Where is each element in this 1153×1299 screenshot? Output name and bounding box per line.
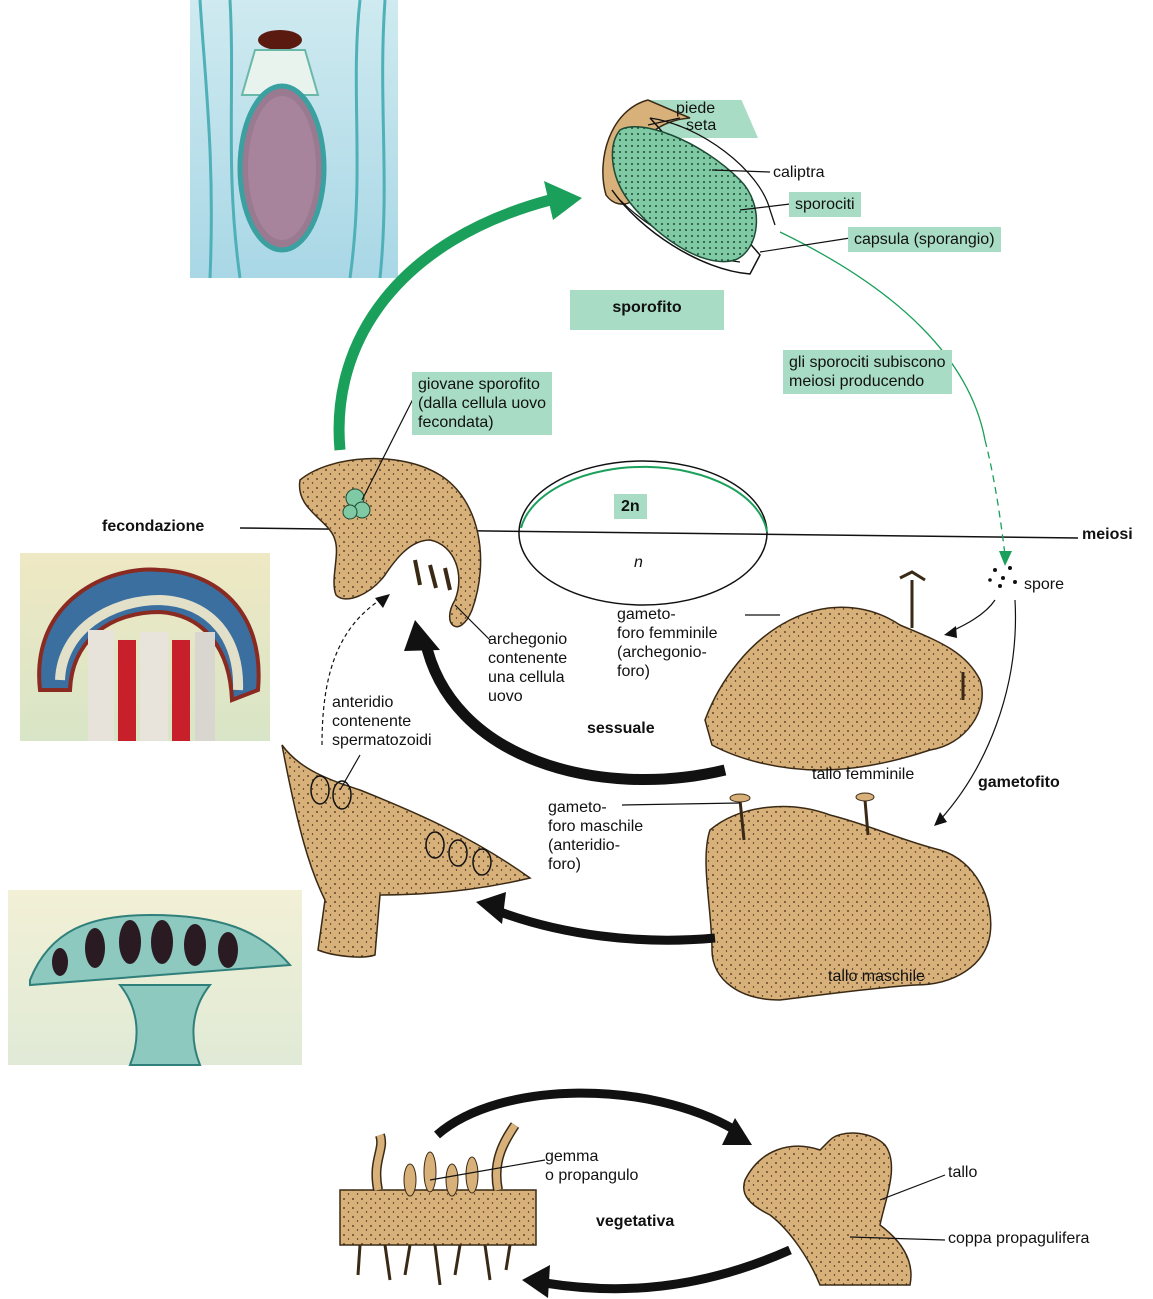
male-to-antheridiophore-arrow [495,910,715,940]
gametoforo-maschile-label: gameto- foro maschile (anteridio- foro) [548,798,643,874]
coppa-label: coppa propagulifera [948,1229,1089,1248]
spore-label: spore [1024,575,1064,594]
thallus-to-gemma-arrow [545,1250,790,1289]
spore-to-female-arrow [950,600,995,632]
tallo-maschile-label: tallo maschile [828,967,925,986]
gemma-cup-drawing [340,1125,536,1285]
gametoforo-femminile-label: gameto- foro femminile (archegonio- foro… [617,605,717,681]
caliptra-label: caliptra [773,163,825,182]
archegonio-label: archegonio contenente una cellula uovo [488,630,567,706]
sporophyte-to-spores-line [780,232,985,440]
tallo-femminile-label: tallo femminile [812,765,914,784]
sporociti-label: sporociti [789,192,861,217]
sporofito-label: sporofito [570,290,724,330]
antheridiophore-drawing [282,745,530,957]
sessuale-label: sessuale [587,719,655,738]
antheridiophore-micrograph-photo [8,890,302,1065]
gemma-to-thallus-arrow [437,1093,735,1135]
female-thallus-drawing [705,572,982,770]
giovane-sporofito-label: giovane sporofito (dalla cellula uovo fe… [412,372,552,435]
anteridio-label: anteridio contenente spermatozoidi [332,693,432,750]
meiosi-note-label: gli sporociti subiscono meiosi producend… [783,350,952,394]
capsula-label: capsula (sporangio) [848,227,1001,252]
meiosi-label: meiosi [1082,525,1133,544]
gemma-label: gemma o propangulo [545,1147,638,1185]
diploid-label: 2n [614,494,647,519]
vegetativa-label: vegetativa [596,1212,674,1231]
archegoniophore-micrograph-photo [20,553,270,741]
sporophyte-micrograph-photo [190,0,398,278]
archegoniophore-drawing [300,459,481,627]
fecondazione-label: fecondazione [102,517,204,536]
spores-drawing [988,566,1017,588]
tallo-label: tallo [948,1163,977,1182]
gametofito-label: gametofito [978,773,1060,792]
haploid-label: n [634,553,643,572]
seta-label: seta [682,115,720,136]
